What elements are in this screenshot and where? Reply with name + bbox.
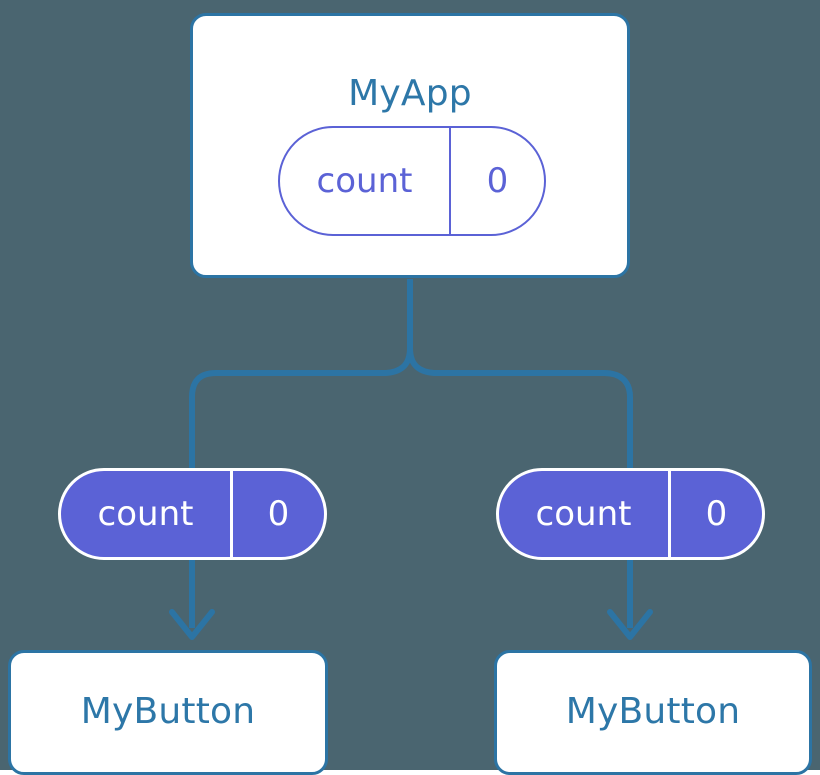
component-node-mybutton-right[interactable]: MyButton — [494, 650, 812, 775]
state-key-label: count — [61, 471, 233, 557]
state-value-label: 0 — [486, 161, 509, 201]
component-node-mybutton-left[interactable]: MyButton — [8, 650, 328, 775]
component-label-myapp: MyApp — [348, 73, 472, 114]
state-key-label: count — [280, 128, 451, 234]
branch-left-line — [189, 347, 413, 468]
state-key-label: count — [499, 471, 671, 557]
arrow-right-head — [607, 609, 653, 640]
component-label-mybutton: MyButton — [80, 691, 256, 732]
state-pill-root[interactable]: count 0 — [278, 126, 546, 236]
state-pill-child-left[interactable]: count 0 — [58, 468, 327, 560]
branch-right-line — [407, 347, 633, 468]
state-value-label: 0 — [267, 494, 290, 534]
arrow-left-head — [169, 609, 215, 640]
component-label-mybutton: MyButton — [565, 691, 741, 732]
state-value-label: 0 — [705, 494, 728, 534]
state-pill-child-right[interactable]: count 0 — [496, 468, 765, 560]
